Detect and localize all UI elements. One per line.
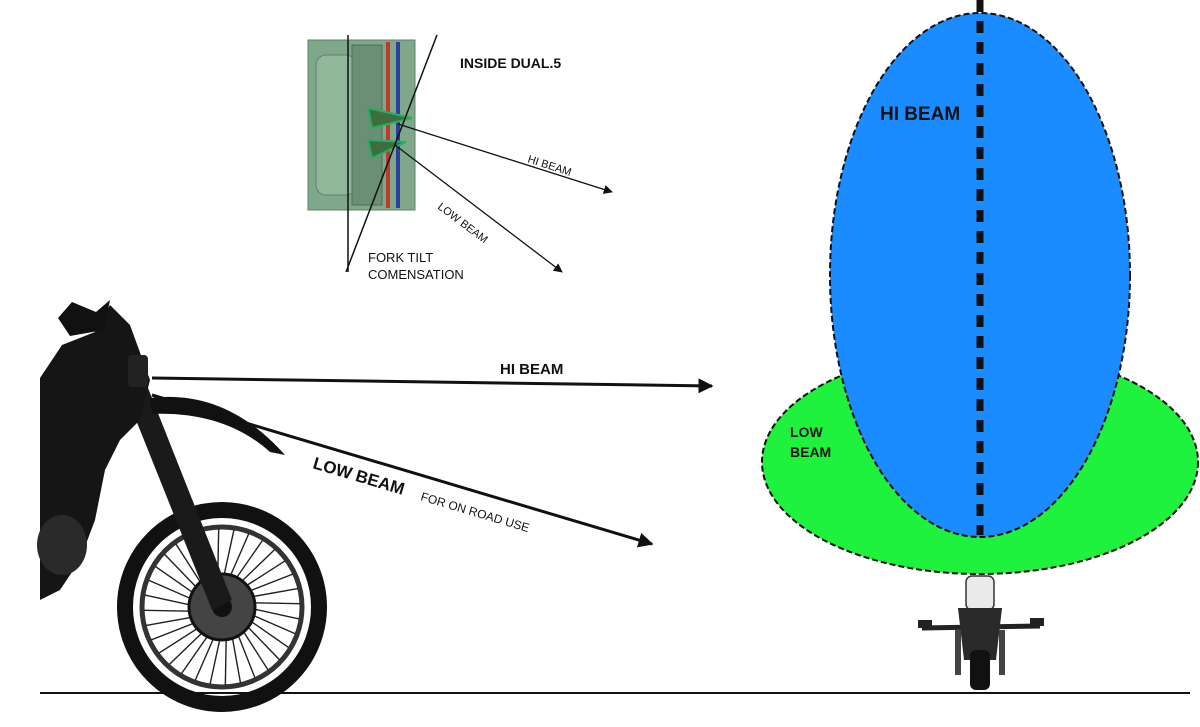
side-hi-beam-arrow [151,376,714,394]
front-fork-left [955,630,961,675]
handlebar [58,300,110,336]
side-hi-beam-label: HI BEAM [500,361,563,378]
front-left-mirror [918,620,932,628]
inset-low-beam-label: LOW BEAM [435,201,490,246]
inset-hi-beam-arrow [397,123,613,194]
beam-pattern: HI BEAM LOW BEAM [761,0,1199,575]
side-headlight [128,355,148,387]
pattern-low-beam-label-line2: BEAM [790,444,831,460]
fork-tilt-label-line2: COMENSATION [368,267,464,282]
pattern-low-beam-label-line1: LOW [790,424,823,440]
inset-hi-beam-label: HI BEAM [526,153,573,178]
engine-case [37,515,87,575]
inset-lens-panel [315,54,357,196]
fork-tilt-label-line1: FORK TILT [368,250,433,265]
front-number-plate [965,575,995,611]
front-fork [126,388,232,610]
front-rim [139,524,305,690]
inset-hi-led [366,106,413,130]
front-tire [117,502,327,712]
front-fork-right [999,630,1005,675]
inset-low-led [366,138,407,160]
side-low-beam-note: FOR ON ROAD USE [419,489,531,535]
front-fender [150,396,285,455]
side-low-beam-arrow [151,393,654,548]
front-wheel [970,650,990,690]
inset-headlight-cutaway: INSIDE DUAL.5 HI BEAM LOW BEAM FORK TILT… [307,34,613,282]
inset-low-beam-arrow [394,144,563,273]
fork-tilt-line [345,34,438,273]
motorcycle-side-icon [37,300,1190,712]
front-body [958,608,1002,660]
side-low-beam-label: LOW BEAM [311,454,407,499]
motorcycle-front-icon [918,575,1044,690]
inset-title: INSIDE DUAL.5 [460,55,561,71]
pattern-hi-beam-label: HI BEAM [880,104,960,125]
front-right-mirror [1030,618,1044,626]
